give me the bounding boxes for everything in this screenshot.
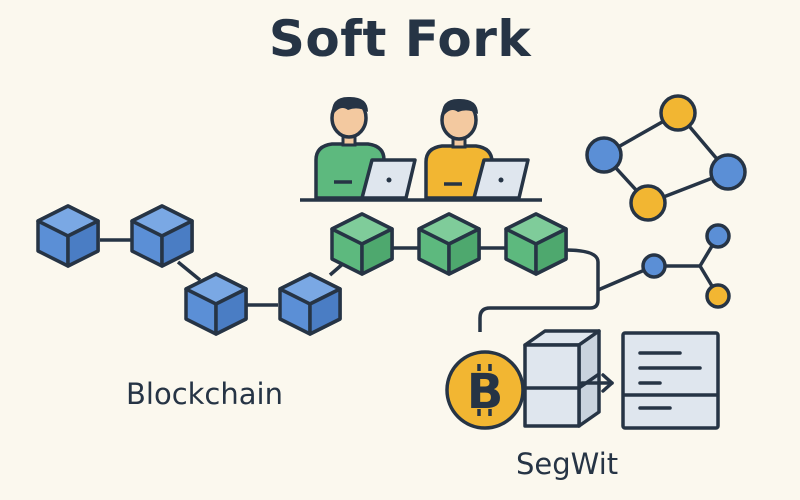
data-block-icon <box>523 329 601 428</box>
blue-block-2 <box>130 204 194 268</box>
blue-block-3 <box>184 272 248 336</box>
bitcoin-symbol: B <box>467 364 504 420</box>
bitcoin-coin-icon: B <box>445 350 525 430</box>
green-block-2 <box>417 212 481 276</box>
arrow-icon <box>580 373 614 393</box>
green-block-1 <box>330 212 394 276</box>
blue-block-4 <box>278 272 342 336</box>
segwit-label: SegWit <box>516 447 619 481</box>
small-network-icon <box>597 223 731 309</box>
blue-block-1 <box>36 204 100 268</box>
green-block-3 <box>504 212 568 276</box>
developer-with-laptop-icon <box>300 96 542 202</box>
page-title: Soft Fork <box>268 10 532 68</box>
blockchain-label: Blockchain <box>126 377 283 411</box>
document-icon <box>621 331 720 430</box>
node-network-icon <box>585 94 747 222</box>
chain-connectors <box>100 238 600 332</box>
